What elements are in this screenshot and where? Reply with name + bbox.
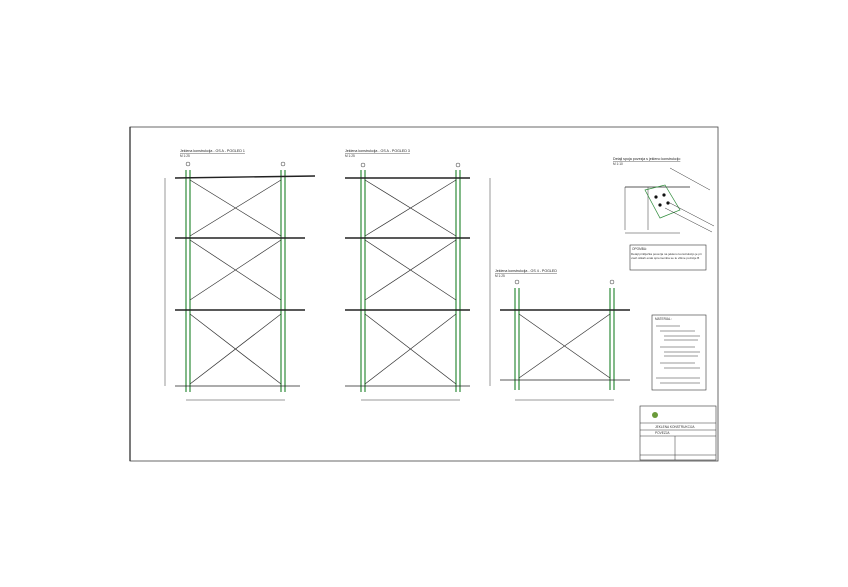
dimension-line (669, 167, 711, 191)
connection-detail: Detajl spoja povezja s jekleno konstrukc… (613, 157, 715, 234)
view-1-title: Jeklena konstrukcija - OS A - POGLED 1 (180, 149, 245, 153)
axis-marker (360, 162, 366, 168)
detail-scale: M 1:10 (613, 162, 623, 166)
cross-bracing (518, 313, 611, 379)
title-block: JEKLENA KONSTRUKCIJA POVEZJA (639, 405, 717, 461)
company-logo (652, 412, 658, 418)
axis-marker (280, 161, 286, 167)
materials-lines (656, 325, 700, 384)
project-name: JEKLENA KONSTRUKCIJA (655, 425, 695, 429)
view-2: Jeklena konstrukcija - OS A - POGLED 3 M… (345, 149, 491, 401)
view-3: Jeklena konstrukcija - OS 4 - POGLED M 1… (495, 269, 630, 401)
view-1-scale: M 1:25 (180, 154, 190, 158)
note-text: Detajl priključka povezja na jekleno kon… (631, 253, 702, 260)
brace-member (667, 201, 715, 227)
brace-member (664, 207, 713, 233)
view-2-scale: M 1:25 (345, 154, 355, 158)
note-box: OPOMBA: Detajl priključka povezja na jek… (629, 244, 707, 271)
drawing-content: POVEZJA (655, 431, 670, 435)
note-heading: OPOMBA: (632, 247, 647, 251)
cross-bracing (364, 179, 457, 385)
drawing-frame (129, 126, 719, 462)
materials-box: MATERIAL: (651, 314, 707, 391)
gusset-plate (644, 184, 681, 219)
materials-heading: MATERIAL: (655, 317, 672, 321)
axis-marker (514, 279, 520, 285)
view-3-title: Jeklena konstrukcija - OS 4 - POGLED (495, 269, 557, 273)
view-2-title: Jeklena konstrukcija - OS A - POGLED 3 (345, 149, 410, 153)
cross-bracing (189, 179, 282, 385)
detail-title: Detajl spoja povezja s jekleno konstrukc… (613, 157, 680, 161)
view-1: Jeklena konstrukcija - OS A - POGLED 1 M… (164, 149, 316, 401)
axis-marker (455, 162, 461, 168)
beam (174, 175, 316, 179)
view-3-scale: M 1:25 (495, 274, 505, 278)
axis-marker (609, 279, 615, 285)
axis-marker (185, 161, 191, 167)
